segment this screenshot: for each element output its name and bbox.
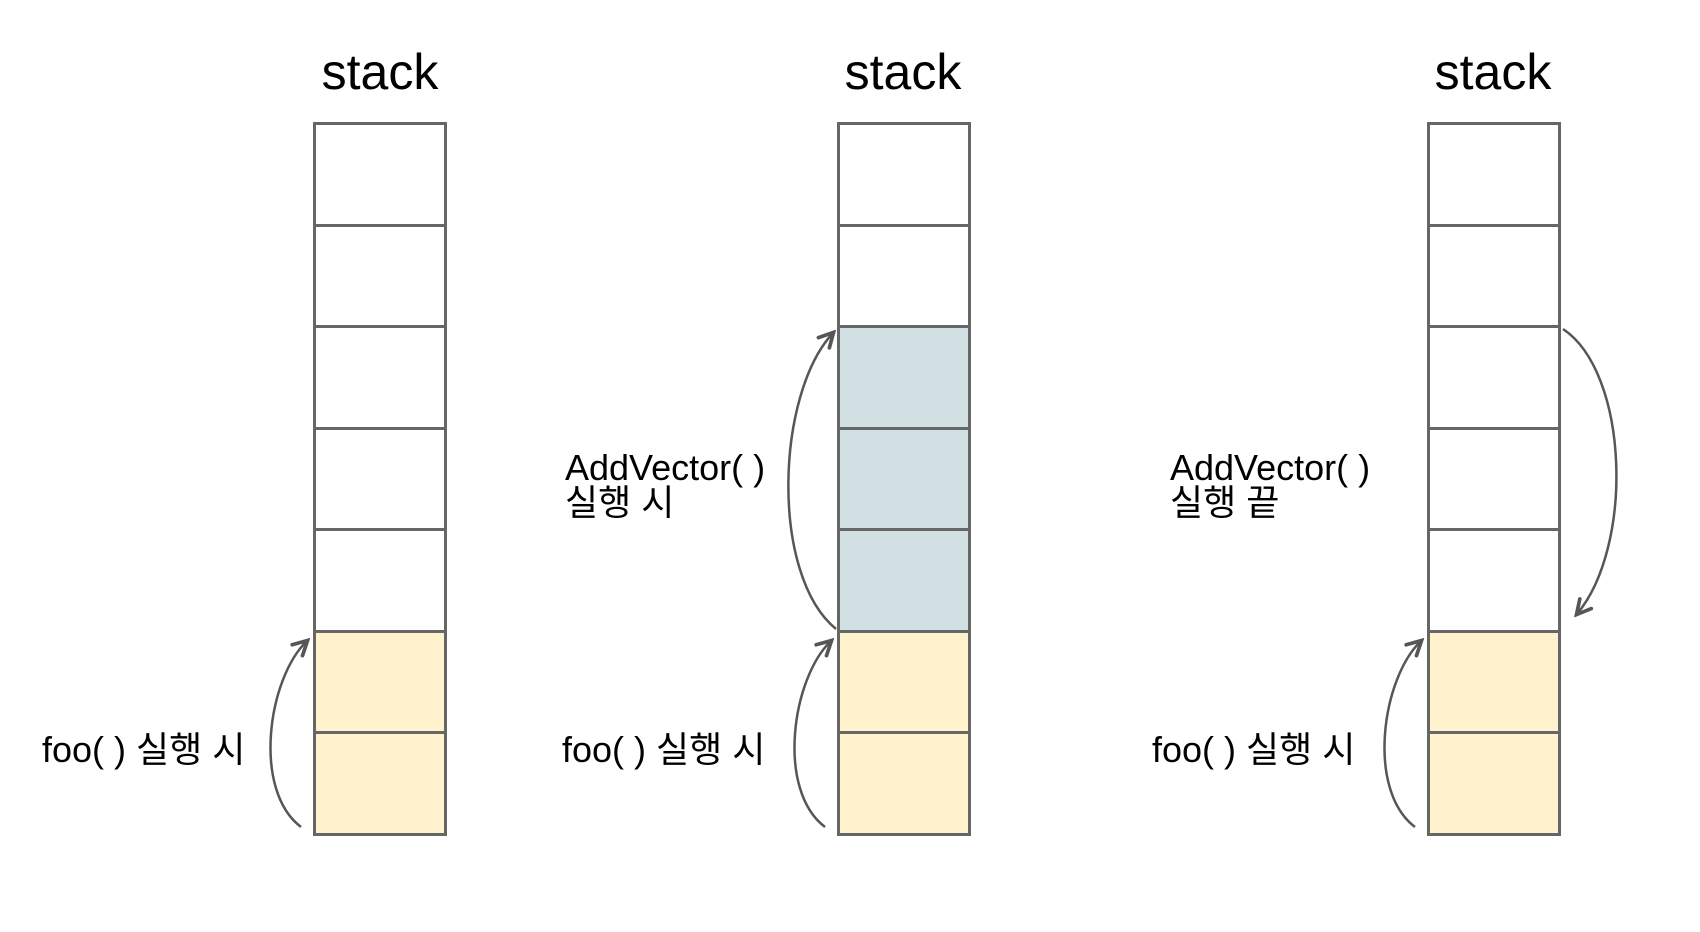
label-line: AddVector( ) <box>1170 447 1371 488</box>
stack-cell-free <box>1430 125 1558 224</box>
stack-cell-free <box>840 223 968 326</box>
stack-cell-free <box>316 125 444 224</box>
foo-call-arrow-right <box>1383 641 1421 828</box>
stack-cell-addvector-frame <box>840 528 968 630</box>
stack-cell-free <box>840 125 968 224</box>
stack-cell-free <box>1430 426 1558 529</box>
stack-title-right: stack <box>1434 44 1552 100</box>
stack-cell-foo-frame <box>1430 629 1558 732</box>
label-line: 실행 시 <box>565 482 675 523</box>
label-addvector-exec-middle: AddVector( ) 실행 시 <box>565 447 766 523</box>
stack-cell-foo-frame <box>1430 731 1558 834</box>
label-foo-exec-middle: foo( ) 실행 시 <box>562 729 766 770</box>
stack-cell-foo-frame <box>840 629 968 732</box>
addvector-return-arrow-right <box>1562 327 1618 614</box>
stack-cell-addvector-frame <box>840 426 968 529</box>
stack-cell-foo-frame <box>316 629 444 732</box>
foo-call-arrow-middle <box>793 641 831 828</box>
stack-column-middle <box>837 122 971 836</box>
label-line: AddVector( ) <box>565 447 766 488</box>
stack-title-left: stack <box>321 44 439 100</box>
stack-cell-free <box>316 528 444 630</box>
label-foo-exec-right: foo( ) 실행 시 <box>1152 729 1356 770</box>
stack-cell-free <box>316 325 444 427</box>
stack-cell-free <box>1430 325 1558 427</box>
stack-cell-addvector-frame <box>840 325 968 427</box>
stack-title-middle: stack <box>844 44 962 100</box>
stack-cell-foo-frame <box>840 731 968 834</box>
stack-cell-free <box>316 426 444 529</box>
stack-column-right <box>1427 122 1561 836</box>
stack-cell-foo-frame <box>316 731 444 834</box>
stack-column-left <box>313 122 447 836</box>
label-addvector-end-right: AddVector( ) 실행 끝 <box>1170 447 1371 523</box>
foo-call-arrow-left <box>269 641 307 828</box>
label-line: 실행 끝 <box>1170 482 1280 523</box>
stack-cell-free <box>316 223 444 326</box>
addvector-call-arrow-middle <box>787 333 837 630</box>
label-foo-exec-left: foo( ) 실행 시 <box>42 729 246 770</box>
stack-cell-free <box>1430 528 1558 630</box>
stack-cell-free <box>1430 223 1558 326</box>
